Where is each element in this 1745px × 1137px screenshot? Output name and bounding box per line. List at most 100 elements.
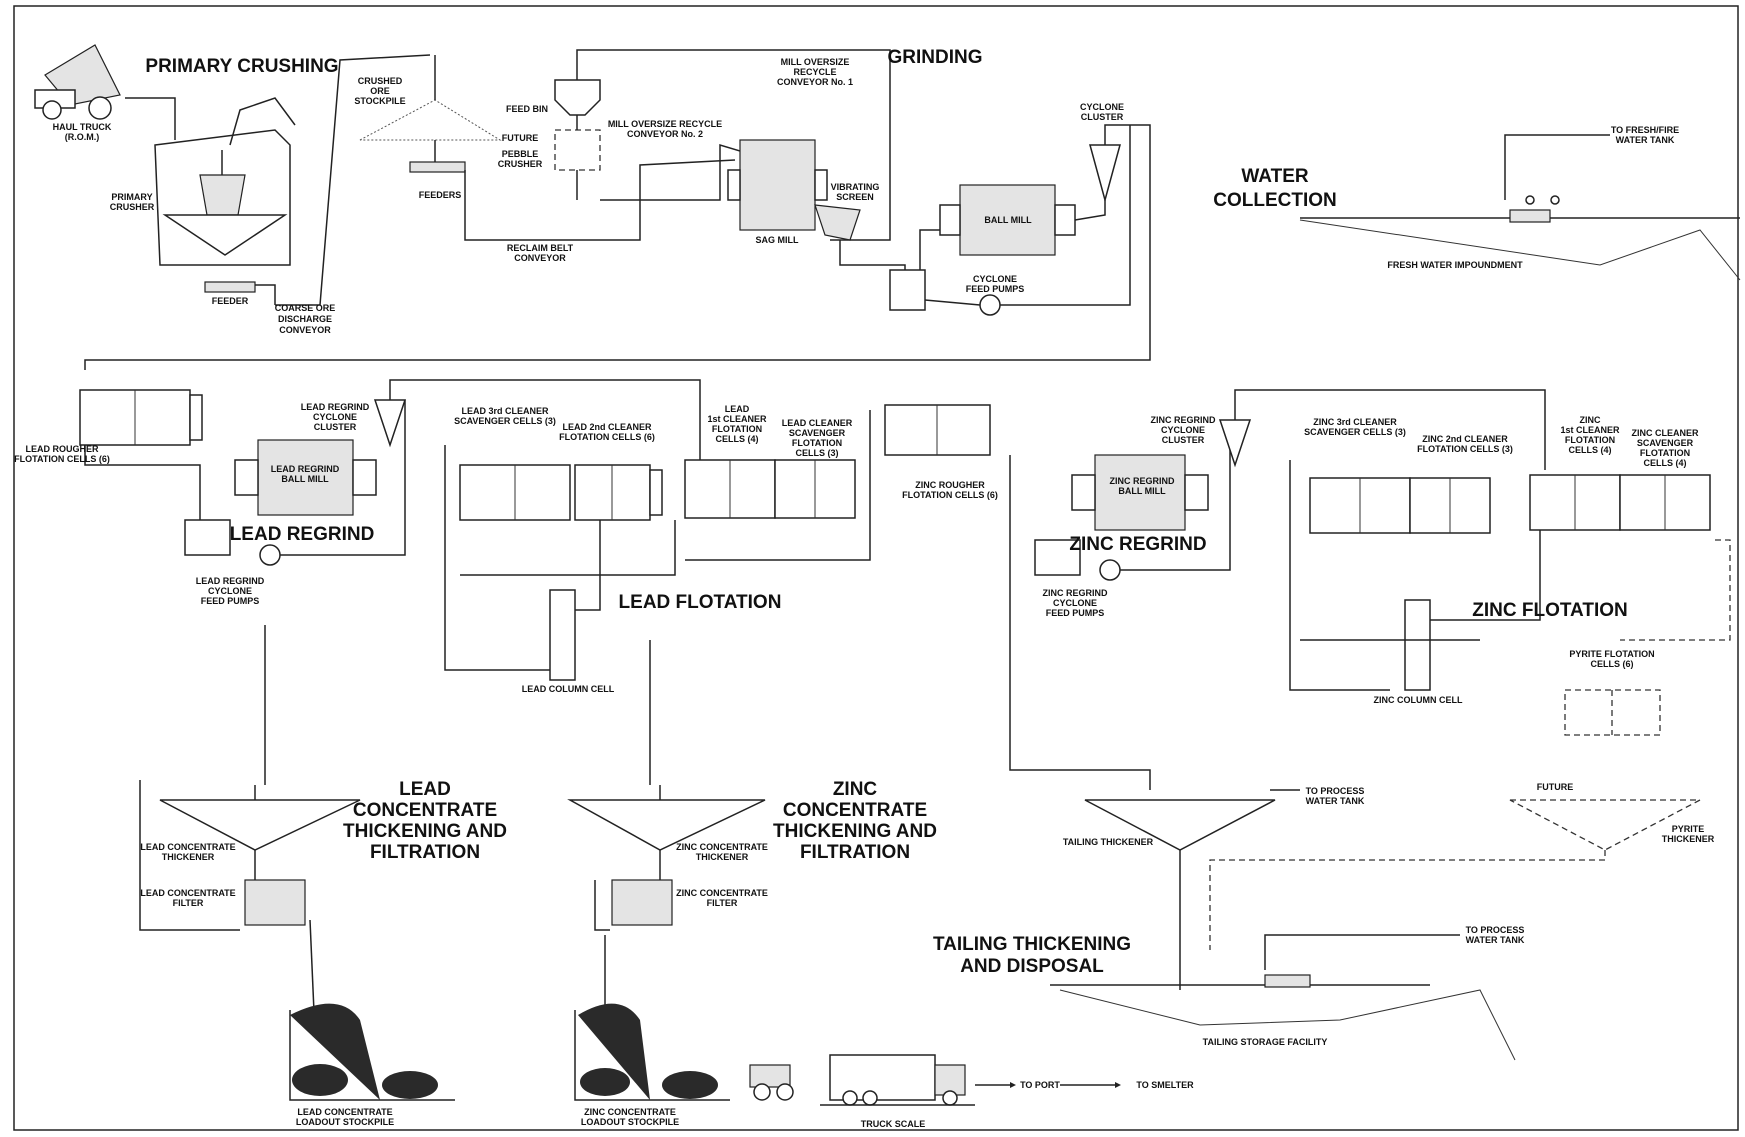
label-pyrite-flotation-1: PYRITE FLOTATION xyxy=(1569,649,1654,659)
section-tailing-2: AND DISPOSAL xyxy=(960,956,1104,977)
label-crushed-ore-3: STOCKPILE xyxy=(354,96,405,106)
label-lead-1st-cleaner-1: LEAD xyxy=(725,404,750,414)
label-zinc-cleaner-scav-3: FLOTATION xyxy=(1640,448,1690,458)
label-lead-2nd-cleaner-2: FLOTATION CELLS (6) xyxy=(559,432,655,442)
label-tailing-thickener: TAILING THICKENER xyxy=(1063,837,1154,847)
label-zinc-cleaner-scav-4: CELLS (4) xyxy=(1643,458,1686,468)
label-mill-oversize-2a: MILL OVERSIZE RECYCLE xyxy=(608,119,722,129)
zinc-concentrate-filter-icon xyxy=(612,880,672,925)
label-cyclone-feed-pumps-1: CYCLONE xyxy=(973,274,1017,284)
label-zinc-rougher-1: ZINC ROUGHER xyxy=(915,480,985,490)
label-mill-oversize-1a: MILL OVERSIZE xyxy=(781,57,850,67)
label-zinc-regrind-cyclone-1: ZINC REGRIND xyxy=(1151,415,1217,425)
label-to-process-water-2a: TO PROCESS xyxy=(1466,925,1525,935)
truck-scale-icon xyxy=(820,1055,975,1105)
label-crushed-ore-1: CRUSHED xyxy=(358,76,403,86)
section-lead-regrind: LEAD REGRIND xyxy=(230,524,375,545)
lead-regrind-pump-icon xyxy=(260,545,280,565)
label-future-pyrite: FUTURE xyxy=(1537,782,1574,792)
section-lead-thickening-4: FILTRATION xyxy=(370,842,480,863)
label-lead-regrind-pumps-2: CYCLONE xyxy=(208,586,252,596)
label-future-pebble: FUTURE xyxy=(502,133,539,143)
label-lead-rougher-2: FLOTATION CELLS (6) xyxy=(14,454,110,464)
feeder-icon xyxy=(205,282,255,292)
label-tailing-storage: TAILING STORAGE FACILITY xyxy=(1203,1037,1328,1047)
label-mill-oversize-1b: RECYCLE xyxy=(793,67,836,77)
lead-regrind-cyclone-icon xyxy=(375,400,405,445)
label-zinc-regrind-pumps-2: CYCLONE xyxy=(1053,598,1097,608)
tailing-area xyxy=(1050,790,1515,1060)
water-collection-area xyxy=(1300,135,1740,280)
label-zinc-rougher-2: FLOTATION CELLS (6) xyxy=(902,490,998,500)
haul-truck-icon xyxy=(35,45,120,119)
section-lead-thickening-1: LEAD xyxy=(399,779,451,800)
cyclone-cluster-icon xyxy=(1090,145,1120,200)
section-lead-thickening-3: THICKENING AND xyxy=(343,821,507,842)
label-cyclone-feed-pumps-2: FEED PUMPS xyxy=(966,284,1025,294)
label-zinc-regrind-ball-mill-1: ZINC REGRIND xyxy=(1110,476,1176,486)
cyclone-feed-pump-icon xyxy=(980,295,1000,315)
label-haul-truck-1: HAUL TRUCK xyxy=(53,122,112,132)
label-zinc-filter-1: ZINC CONCENTRATE xyxy=(676,888,768,898)
label-zinc-2nd-cleaner-1: ZINC 2nd CLEANER xyxy=(1422,434,1508,444)
label-cyclone-cluster-2: CLUSTER xyxy=(1081,112,1124,122)
label-zinc-cleaner-scav-1: ZINC CLEANER xyxy=(1632,428,1699,438)
label-ball-mill: BALL MILL xyxy=(984,215,1032,225)
label-zinc-3rd-cleaner-2: SCAVENGER CELLS (3) xyxy=(1304,427,1406,437)
coarse-ore-conveyor-line xyxy=(275,55,430,305)
lead-concentrate-filter-icon xyxy=(245,880,305,925)
section-lead-flotation: LEAD FLOTATION xyxy=(619,592,782,613)
tailing-reclaim-barge xyxy=(1265,975,1310,987)
label-vibrating-screen-2: SCREEN xyxy=(836,192,874,202)
label-lead-cleaner-scav-1: LEAD CLEANER xyxy=(782,418,853,428)
label-lead-thickener-1: LEAD CONCENTRATE xyxy=(140,842,235,852)
label-to-process-water-2b: WATER TANK xyxy=(1466,935,1525,945)
label-lead-3rd-cleaner-1: LEAD 3rd CLEANER xyxy=(461,406,549,416)
label-to-smelter: TO SMELTER xyxy=(1136,1080,1194,1090)
crushed-ore-stockpile-icon xyxy=(360,100,500,140)
label-feeder: FEEDER xyxy=(212,296,249,306)
label-sag-mill: SAG MILL xyxy=(756,235,799,245)
label-zinc-cleaner-scav-2: SCAVENGER xyxy=(1637,438,1694,448)
label-pyrite-thickener-1: PYRITE xyxy=(1672,824,1705,834)
label-lead-filter-1: LEAD CONCENTRATE xyxy=(140,888,235,898)
section-zinc-thickening-3: THICKENING AND xyxy=(773,821,937,842)
label-to-process-water-1b: WATER TANK xyxy=(1306,796,1365,806)
label-fresh-water-impoundment: FRESH WATER IMPOUNDMENT xyxy=(1387,260,1523,270)
cyclone-feed-box xyxy=(890,270,925,310)
label-pebble-crusher-1: PEBBLE xyxy=(502,149,539,159)
label-to-process-water-1a: TO PROCESS xyxy=(1306,786,1365,796)
section-zinc-thickening-1: ZINC xyxy=(833,779,878,800)
label-lead-regrind-pumps-3: FEED PUMPS xyxy=(201,596,260,606)
label-lead-3rd-cleaner-2: SCAVENGER CELLS (3) xyxy=(454,416,556,426)
section-tailing-1: TAILING THICKENING xyxy=(933,934,1131,955)
label-lead-loadout-2: LOADOUT STOCKPILE xyxy=(296,1117,394,1127)
label-lead-regrind-ball-mill-1: LEAD REGRIND xyxy=(271,464,340,474)
label-pebble-crusher-2: CRUSHER xyxy=(498,159,543,169)
section-zinc-thickening-2: CONCENTRATE xyxy=(783,800,927,821)
label-crushed-ore-2: ORE xyxy=(370,86,390,96)
label-lead-regrind-cyclone-1: LEAD REGRIND xyxy=(301,402,370,412)
section-water-collection-1: WATER xyxy=(1241,166,1308,187)
sag-mill-icon xyxy=(728,140,827,230)
label-vibrating-screen-1: VIBRATING xyxy=(831,182,880,192)
label-lead-regrind-cyclone-2: CYCLONE xyxy=(313,412,357,422)
tailing-reclaim-line xyxy=(1265,935,1460,970)
label-primary-crusher-1: PRIMARY xyxy=(111,192,152,202)
label-zinc-loadout-1: ZINC CONCENTRATE xyxy=(584,1107,676,1117)
label-haul-truck-2: (R.O.M.) xyxy=(65,132,100,142)
label-lead-filter-2: FILTER xyxy=(173,898,204,908)
label-zinc-loadout-2: LOADOUT STOCKPILE xyxy=(581,1117,679,1127)
pyrite-area xyxy=(1210,690,1700,950)
zinc-column-cell-icon xyxy=(1405,600,1430,690)
label-to-port: TO PORT xyxy=(1020,1080,1060,1090)
fresh-water-pump-barge xyxy=(1510,210,1550,222)
tailing-storage-outline xyxy=(1060,990,1515,1060)
label-lead-column-cell: LEAD COLUMN CELL xyxy=(522,684,615,694)
zinc-flotation-area xyxy=(1290,460,1730,690)
label-lead-thickener-2: THICKENER xyxy=(162,852,215,862)
label-to-fresh-fire-1: TO FRESH/FIRE xyxy=(1611,125,1679,135)
lead-regrind-pump-box xyxy=(185,520,230,555)
section-zinc-thickening-4: FILTRATION xyxy=(800,842,910,863)
